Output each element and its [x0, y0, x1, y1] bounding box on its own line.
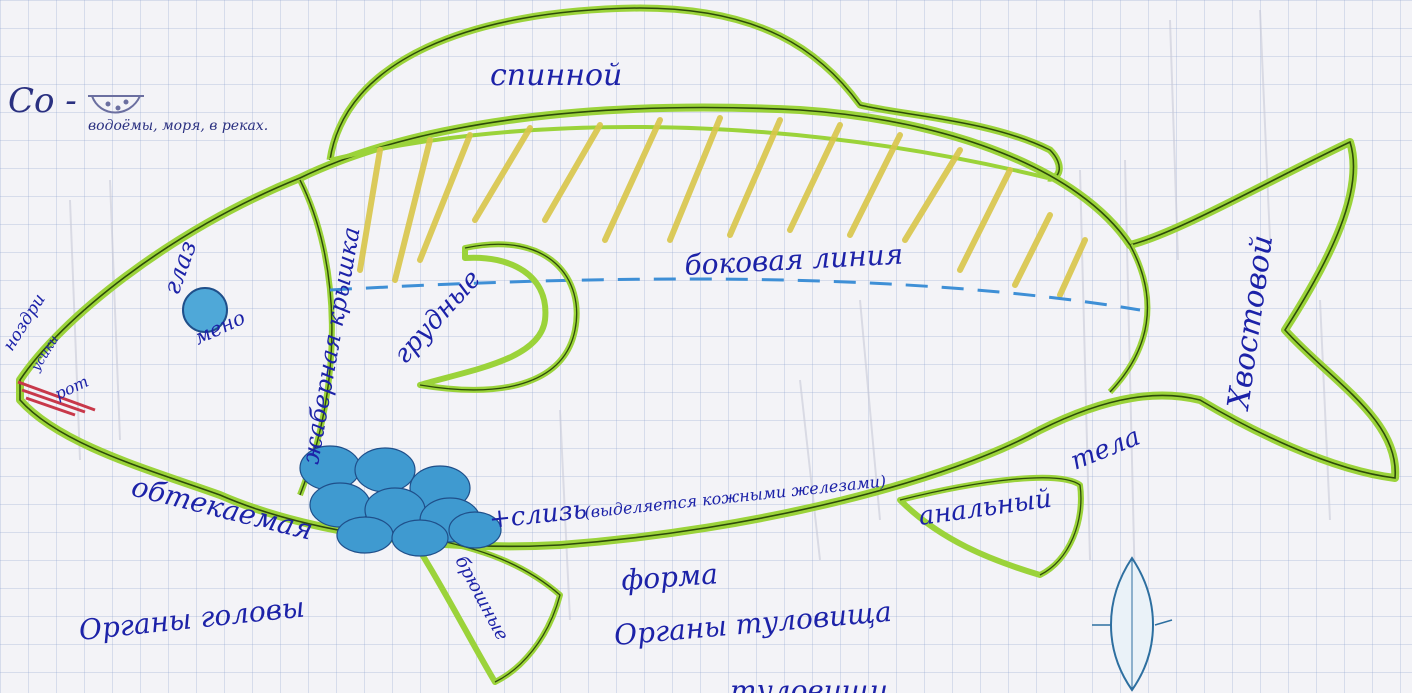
label-lateral-line: боковая линия: [684, 238, 904, 282]
label-tail-fin: Хвостовой: [1221, 233, 1280, 413]
label-pectoral-fin: грудные: [388, 264, 487, 370]
dorsal-fin-shape: [330, 8, 1059, 178]
label-dorsal-fin: спинной: [490, 58, 622, 93]
label-bottom-text: туловищи: [730, 674, 888, 693]
label-formula: Со -: [8, 81, 77, 121]
label-streamlined: обтекаемая: [128, 470, 316, 547]
water-bowl-icon: [88, 96, 144, 113]
label-mouth-small: усики: [28, 333, 62, 375]
label-ventral-fin: брюшные: [451, 552, 513, 644]
label-shape: форма: [620, 557, 719, 597]
body-cross-section-icon: [1092, 558, 1172, 690]
label-mucus: +слизь: [488, 495, 589, 535]
scales: [300, 446, 501, 556]
label-head-organs: Органы головы: [77, 590, 306, 647]
label-trunk-organs: Органы туловища: [613, 595, 893, 652]
label-habitat-note: водоёмы, моря, в реках.: [88, 118, 268, 134]
label-mouth: рот: [52, 372, 92, 404]
label-gill-cover: жаберная крышка: [296, 225, 365, 466]
